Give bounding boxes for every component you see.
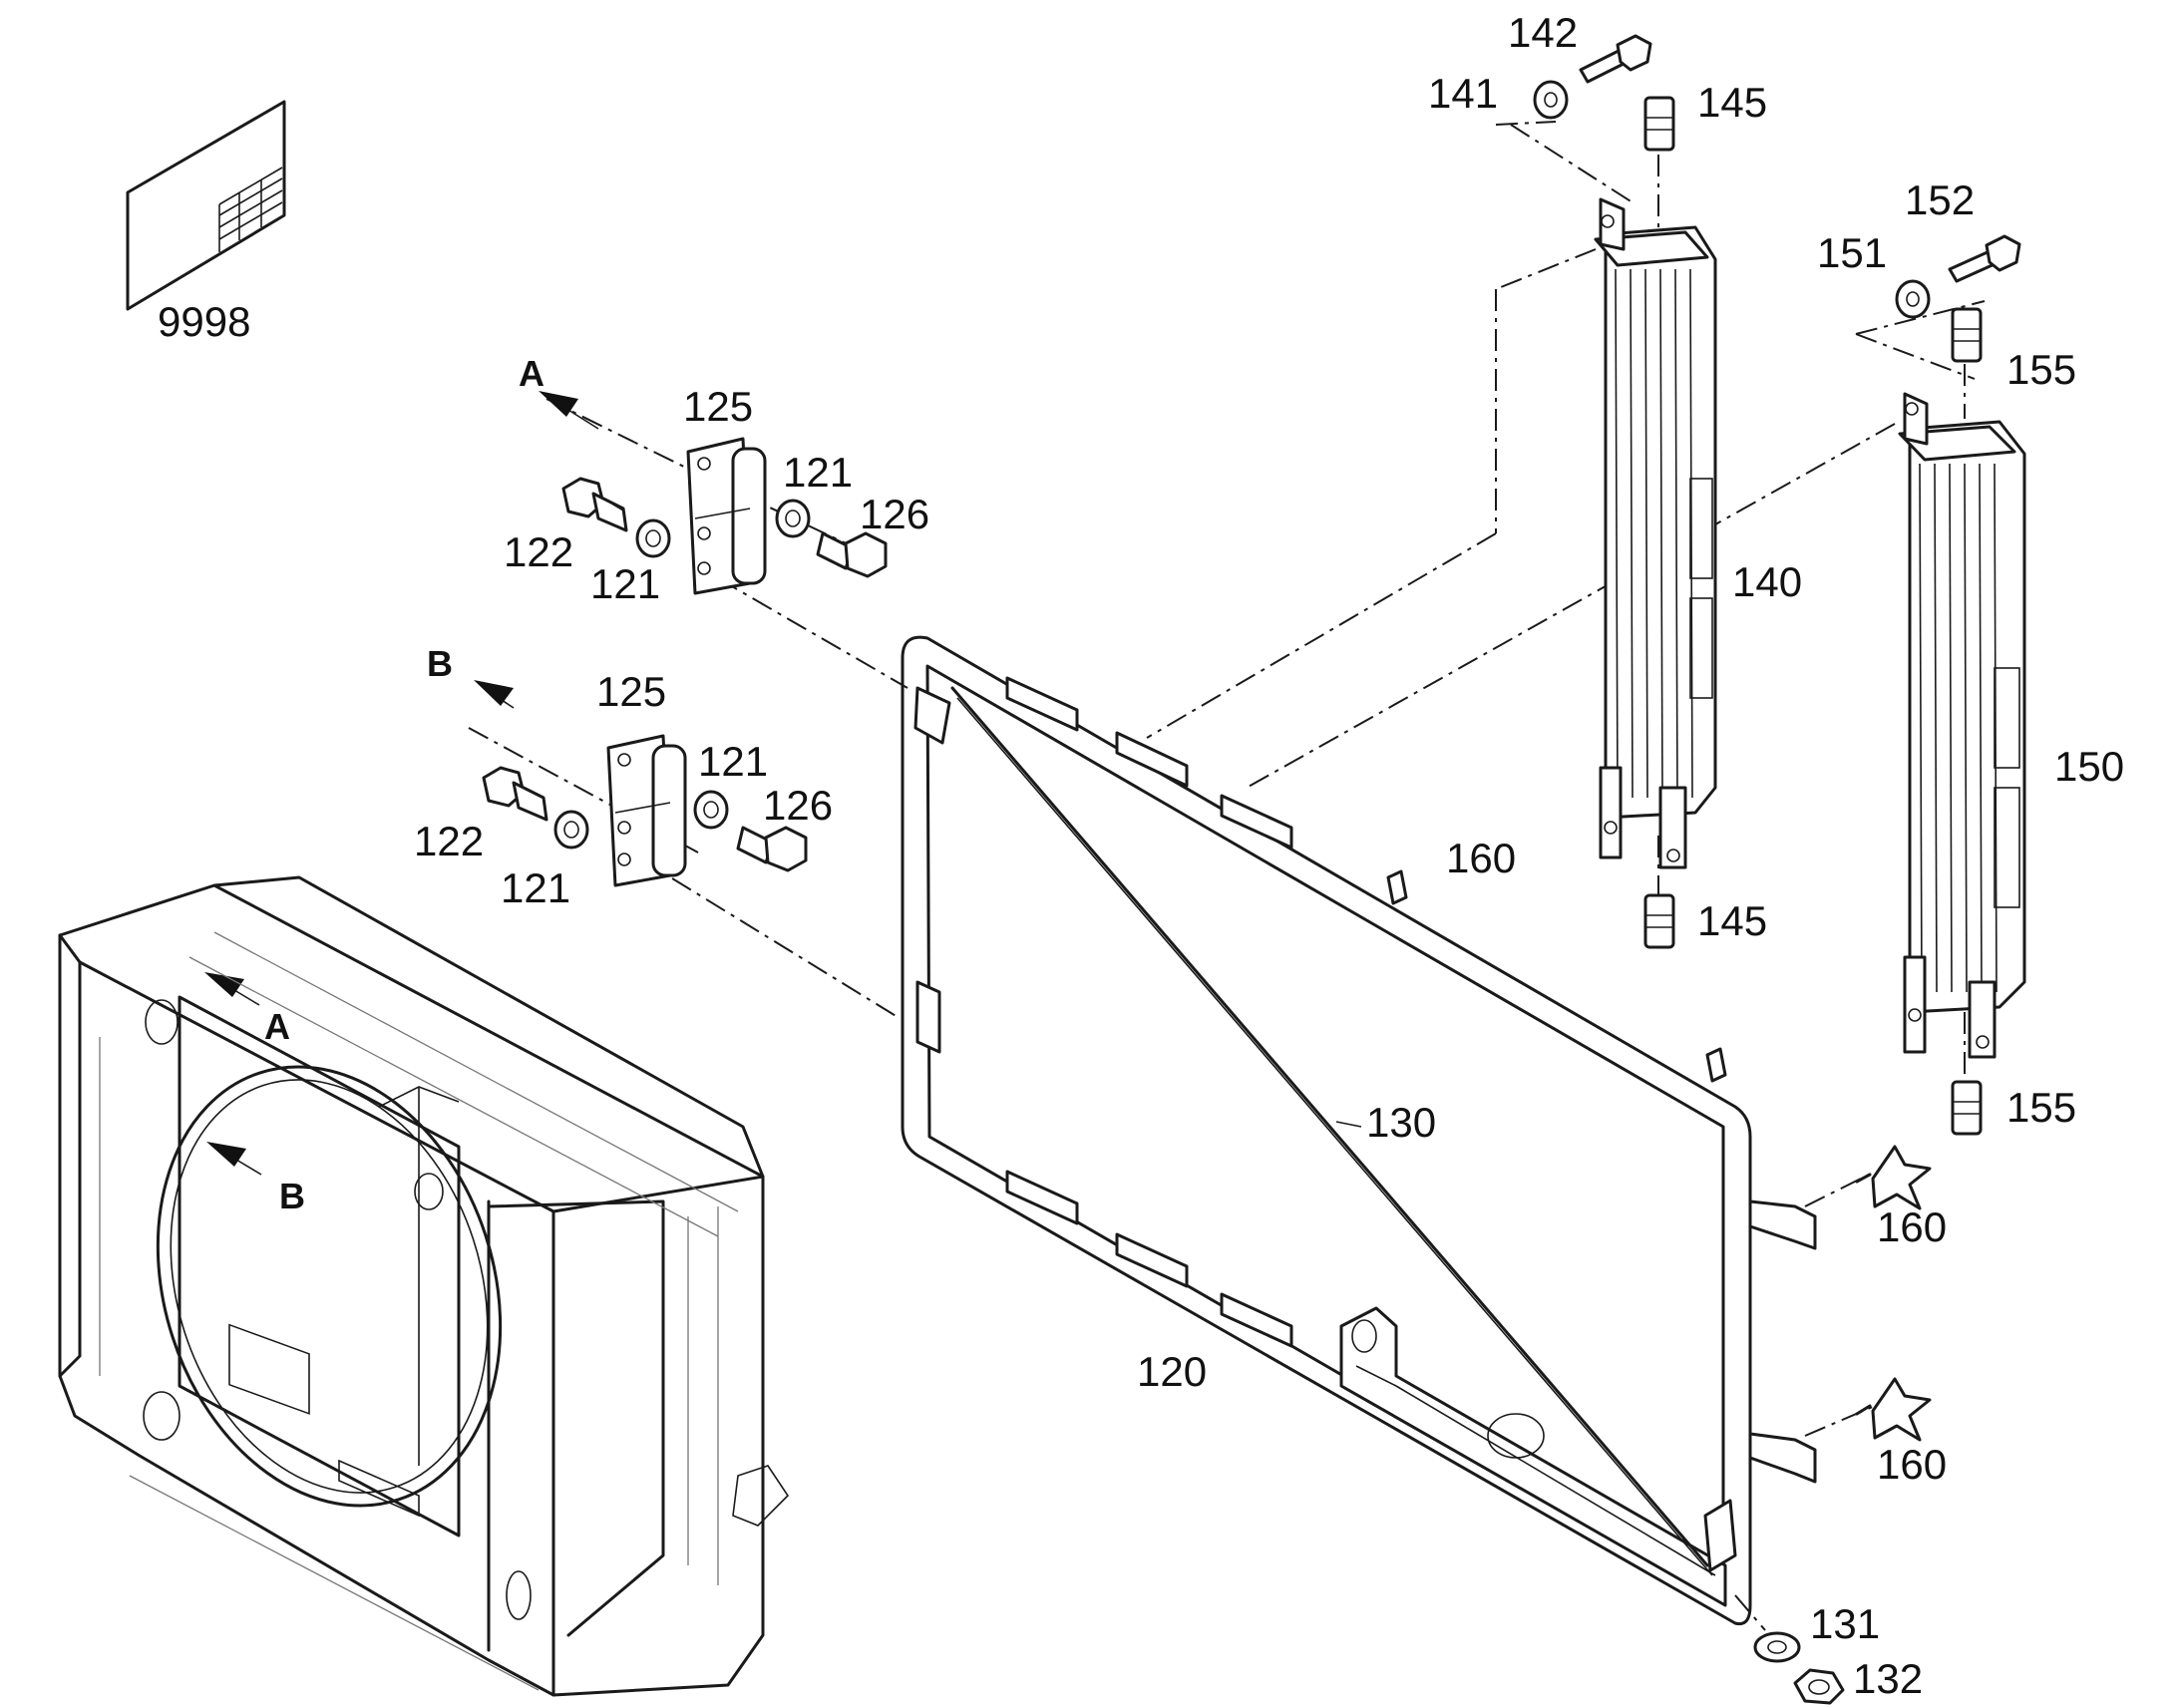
assembly-leader-lines xyxy=(468,121,1986,1631)
oil-cooler-140 xyxy=(1594,197,1717,869)
oil-cooler-150 xyxy=(1898,392,2026,1059)
label-160-r1: 160 xyxy=(1877,1203,1947,1250)
label-121-b2: 121 xyxy=(501,864,570,911)
label-160-r2: 160 xyxy=(1877,1441,1947,1488)
label-9998: 9998 xyxy=(158,298,250,345)
label-152: 152 xyxy=(1905,176,1975,223)
bolt-122-b xyxy=(482,766,548,822)
label-121-a1: 121 xyxy=(783,449,853,496)
label-155-bottom: 155 xyxy=(2006,1084,2076,1131)
washer-121-b-right xyxy=(693,790,729,830)
label-125-a: 125 xyxy=(683,383,753,430)
arrow-a-frame xyxy=(204,972,260,1006)
label-130: 130 xyxy=(1366,1099,1436,1146)
label-131: 131 xyxy=(1810,1600,1880,1647)
arrow-b-frame xyxy=(206,1142,262,1176)
label-122-b: 122 xyxy=(414,818,484,864)
fitting-145-bottom xyxy=(1643,893,1675,949)
star-knob-160-lower xyxy=(1855,1377,1932,1442)
label-141: 141 xyxy=(1428,70,1498,117)
marker-b-top: B xyxy=(427,643,453,684)
document-sheet-9998 xyxy=(126,100,286,311)
marker-a-top: A xyxy=(519,353,545,394)
washer-131 xyxy=(1753,1631,1801,1663)
washer-121-a-left xyxy=(635,518,671,558)
label-126-b: 126 xyxy=(763,782,833,829)
bolt-126-a xyxy=(816,531,888,578)
radiator-housing xyxy=(58,875,790,1697)
fitting-155-bottom xyxy=(1951,1080,1983,1136)
label-140: 140 xyxy=(1732,558,1802,605)
hinge-bracket-125-a xyxy=(686,437,767,595)
label-121-a2: 121 xyxy=(590,560,660,607)
label-145-bottom: 145 xyxy=(1697,897,1767,944)
marker-a-frame: A xyxy=(264,1006,290,1047)
bolt-122-a xyxy=(561,477,628,532)
fitting-155-top xyxy=(1951,307,1983,363)
marker-b-frame: B xyxy=(279,1176,305,1216)
label-151: 151 xyxy=(1817,229,1887,276)
washer-151 xyxy=(1895,279,1931,319)
label-142: 142 xyxy=(1508,9,1578,56)
label-150: 150 xyxy=(2054,743,2124,790)
label-155-top: 155 xyxy=(2006,346,2076,393)
hinge-bracket-125-b xyxy=(606,734,687,887)
fitting-145-top xyxy=(1643,96,1675,152)
arrow-b-top xyxy=(474,680,515,709)
star-knob-160-upper xyxy=(1855,1145,1932,1210)
washer-121-a-right xyxy=(775,499,811,538)
label-122-a: 122 xyxy=(504,528,573,575)
label-120: 120 xyxy=(1137,1348,1207,1395)
label-126-a: 126 xyxy=(860,491,929,537)
callout-labels: 9998 142 141 145 152 151 155 125 121 126… xyxy=(158,9,2124,1702)
label-125-b: 125 xyxy=(596,668,666,715)
bolt-152 xyxy=(1948,234,2021,283)
marker-letters: A B A B xyxy=(264,353,545,1216)
label-160-mid: 160 xyxy=(1446,835,1516,881)
washer-141 xyxy=(1533,80,1569,120)
label-145-top: 145 xyxy=(1697,79,1767,126)
bolt-126-b xyxy=(736,826,808,872)
nut-132 xyxy=(1793,1668,1845,1705)
mounting-frame-120 xyxy=(901,635,1817,1626)
label-132: 132 xyxy=(1853,1655,1923,1702)
label-121-b1: 121 xyxy=(698,738,768,785)
arrow-a-top xyxy=(539,391,599,430)
tension-rod-130 xyxy=(950,686,1713,1576)
leader-130 xyxy=(1335,1121,1362,1128)
bolt-142 xyxy=(1579,34,1652,84)
washer-121-b-left xyxy=(553,810,589,850)
